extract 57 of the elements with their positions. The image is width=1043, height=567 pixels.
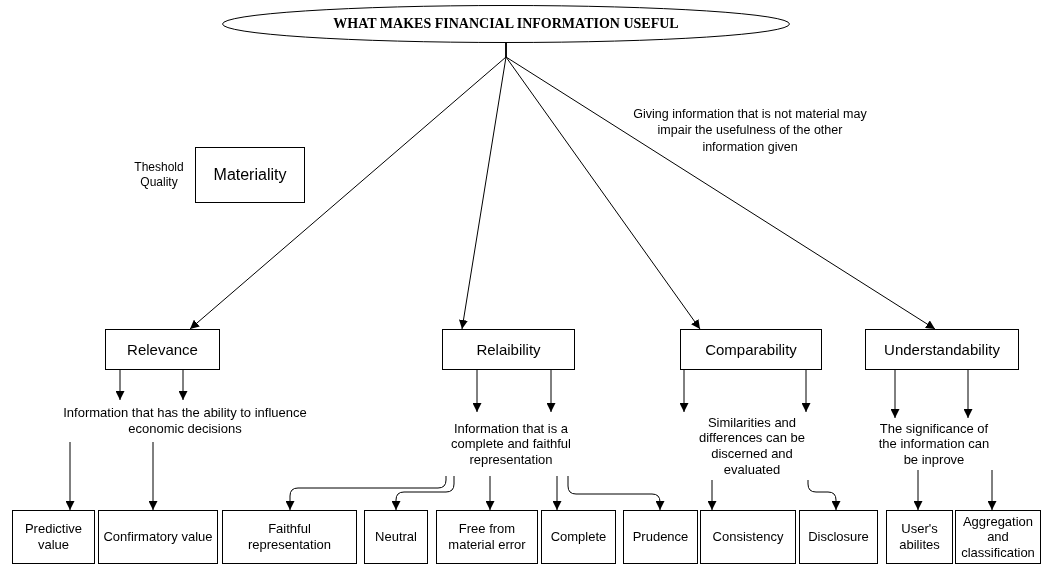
category-box: [799, 510, 878, 564]
node-text: The significance of the information can be inprove: [877, 420, 991, 468]
arrow: [65, 441, 75, 511]
arrow: [679, 369, 689, 413]
node-text: Materiality: [213, 165, 287, 185]
arrow: [890, 369, 900, 419]
node-text: Disclosure: [808, 529, 869, 545]
arrow: [391, 475, 455, 511]
category-box: [98, 510, 218, 564]
node-text: Information that has the ability to influence economic decisions: [62, 405, 308, 437]
category-box: [886, 510, 953, 564]
category-box: [865, 329, 1019, 370]
arrow: [963, 369, 973, 419]
node-text: Free from material error: [447, 521, 527, 553]
category-box: [623, 510, 698, 564]
node-text: User's abilites: [898, 521, 941, 553]
node-text: Comparability: [705, 340, 797, 359]
node-text: Consistency: [712, 529, 784, 545]
arrow: [546, 369, 556, 413]
arrow: [472, 369, 482, 413]
category-box: [105, 329, 220, 370]
category-box: [12, 510, 95, 564]
arrow: [178, 369, 188, 401]
node-text: WHAT MAKES FINANCIAL INFORMATION USEFUL: [333, 15, 679, 33]
node-text: Confirmatory value: [103, 529, 213, 545]
arrow: [552, 475, 562, 511]
title-ellipse: [222, 5, 790, 43]
node-text: Predictive value: [23, 521, 84, 553]
arrow: [801, 369, 811, 413]
category-box: [222, 510, 357, 564]
node-text: Aggregation and classification: [960, 513, 1036, 561]
side-note: Theshold Quality: [133, 160, 185, 190]
node-text: Relevance: [127, 340, 198, 359]
category-box: [364, 510, 428, 564]
arrow: [148, 441, 158, 511]
node-text: Information that is a complete and faithful representation: [450, 420, 572, 468]
arrow: [115, 369, 125, 401]
category-box: [436, 510, 538, 564]
node-text: Prudence: [632, 529, 689, 545]
note-text: Giving information that is not material may impair the usefulness of the other information given: [632, 106, 868, 155]
category-box: [700, 510, 796, 564]
category-box: [680, 329, 822, 370]
node-text: Similarities and differences can be discerned and evaluated: [698, 414, 806, 478]
node-text: Faithful representation: [246, 521, 333, 553]
arrow: [485, 475, 495, 511]
arrow: [285, 475, 447, 511]
node-text: Neutral: [375, 529, 417, 545]
arrow: [567, 475, 665, 511]
arrow: [505, 42, 936, 330]
category-box: [541, 510, 616, 564]
arrow: [913, 469, 923, 511]
node-text: Relaibility: [476, 340, 541, 359]
arrow: [987, 469, 997, 511]
node-text: Complete: [550, 529, 607, 545]
arrow: [707, 479, 717, 511]
category-box: [442, 329, 575, 370]
node-text: Understandability: [884, 340, 1000, 359]
